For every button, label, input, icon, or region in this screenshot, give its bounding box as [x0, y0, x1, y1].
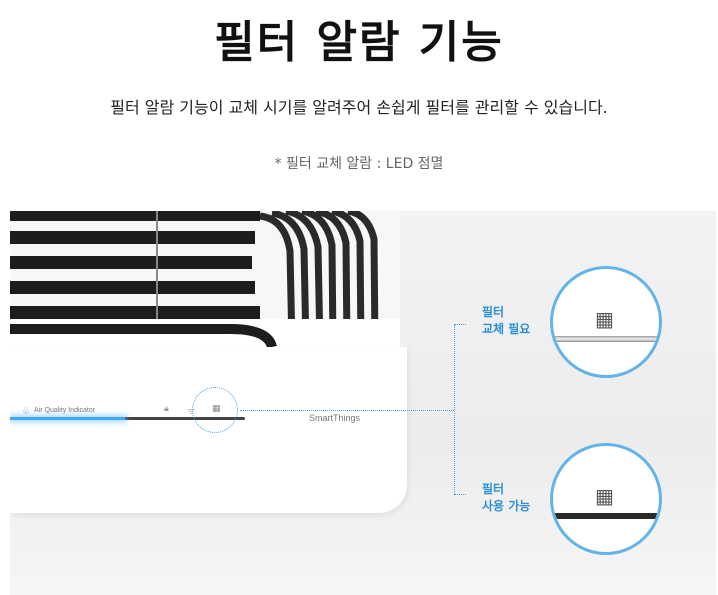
filter-indicator-highlight [192, 387, 238, 433]
callout-line1: 필터 [482, 482, 505, 496]
callout-line2: 사용 가능 [482, 499, 531, 513]
grille-vents-graphic [10, 211, 400, 349]
callout-replace-needed: 필터 교체 필요 [482, 304, 530, 338]
air-grille [10, 211, 400, 349]
connector-horizontal [240, 410, 454, 411]
callout-line1: 필터 [482, 305, 505, 319]
air-quality-label: Air Quality Indicator [34, 407, 96, 414]
led-band-dark [553, 513, 659, 519]
callout-line2: 교체 필요 [482, 322, 531, 336]
zoom-filter-usable: ▦ [550, 443, 662, 555]
callout-usable: 필터 사용 가능 [482, 481, 530, 515]
page-description: 필터 알람 기능이 교체 시기를 알려주어 손쉽게 필터를 관리할 수 있습니다… [110, 98, 608, 117]
connector-vertical [454, 324, 455, 494]
connector-tick-bottom [454, 494, 466, 495]
lock-icon: 🔒︎ [164, 404, 169, 414]
page-title: 필터 알람 기능 [214, 17, 504, 68]
product-image-panel: ♧ Air Quality Indicator 🔒︎ ᯤ ▦ SmartThin… [10, 211, 716, 595]
led-band-silver [553, 336, 659, 342]
led-glow [10, 417, 125, 420]
filter-icon: ▦ [595, 484, 614, 508]
wifi-icon: ᯤ [187, 407, 196, 417]
smartthings-label: SmartThings [309, 413, 361, 423]
led-light-bar [10, 417, 245, 420]
purifier-front-panel: ♧ Air Quality Indicator 🔒︎ ᯤ ▦ SmartThin… [10, 347, 407, 513]
zoom-filter-replace: ▦ [550, 266, 662, 378]
connector-tick-top [454, 324, 466, 325]
footnote: * 필터 교체 알람 : LED 점멸 [274, 156, 444, 172]
air-quality-icon: ♧ [22, 407, 31, 417]
filter-icon: ▦ [595, 307, 614, 331]
